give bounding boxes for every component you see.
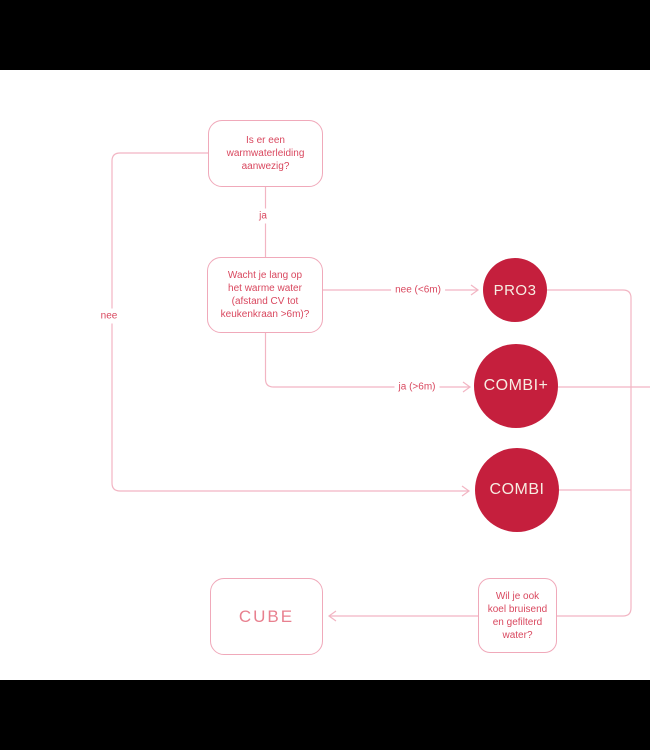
- question-box-wachttijd: Wacht je lang op het warme water (afstan…: [207, 257, 323, 333]
- question-box-koel-bruisend: Wil je ook koel bruisend en gefilterd wa…: [478, 578, 557, 653]
- edge-label-nee: nee: [96, 308, 122, 324]
- question-box-warmwaterleiding: Is er een warmwaterleiding aanwezig?: [208, 120, 323, 187]
- result-combi-plus-circle: COMBI+: [474, 344, 558, 428]
- arrowhead-cube: [327, 610, 337, 622]
- edge-label-nee-6m: nee (<6m): [391, 282, 445, 298]
- arrowhead-combiplus: [462, 381, 472, 393]
- edge-label-ja: ja: [255, 208, 271, 224]
- letterbox-bar-bottom: [0, 680, 650, 750]
- edge-label-ja-6m: ja (>6m): [394, 379, 440, 395]
- result-combi-circle: COMBI: [475, 448, 559, 532]
- arrowhead-pro3: [470, 284, 480, 296]
- result-pro3-circle: PRO3: [483, 258, 547, 322]
- result-cube-box: CUBE: [210, 578, 323, 655]
- edge-pro3-to-q3-path: [547, 289, 632, 617]
- letterbox-bar-top: [0, 0, 650, 70]
- arrowhead-combi: [461, 485, 471, 497]
